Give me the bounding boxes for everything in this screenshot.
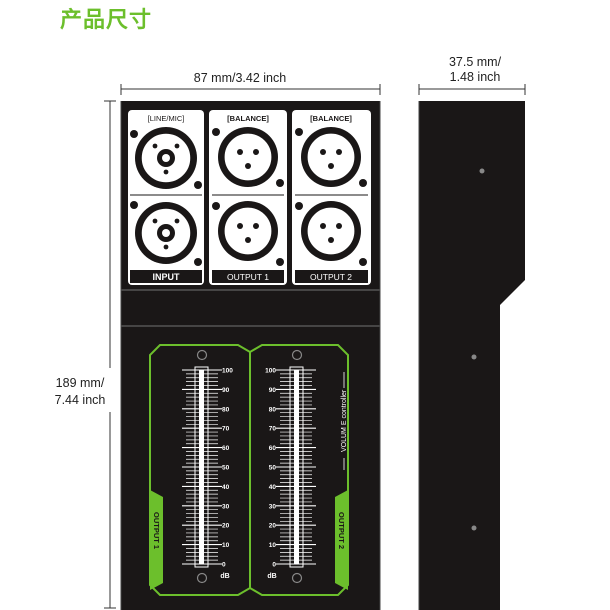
- fader-1-scale-label: 100: [222, 368, 233, 375]
- output1-top-label: [BALANCE]: [227, 114, 269, 123]
- fader-2-scale-label: 50: [269, 465, 277, 472]
- fader-1-scale-label: 90: [222, 387, 230, 394]
- fader-1-scale-label: 0: [222, 562, 226, 569]
- input-top-label: [LINE/MIC]: [148, 114, 185, 123]
- output2-bottom-label: OUTPUT 2: [310, 272, 352, 282]
- fader-2-scale-label: 10: [269, 542, 277, 549]
- fader-screws: [196, 349, 303, 584]
- depth-dimension-label-line2: 1.48 inch: [449, 70, 501, 84]
- volume-controller-label: VOLUM E controller: [341, 389, 348, 452]
- fader-2-scale-label: 80: [269, 406, 277, 413]
- fader-1-scale-ticks: [182, 369, 222, 565]
- height-dimension-label-line1: 189 mm/: [55, 376, 105, 390]
- fader-1-scale-label: 40: [222, 484, 230, 491]
- fader-2-scale-label: 70: [269, 426, 277, 433]
- fader-1-scale-label: 50: [222, 465, 230, 472]
- fader-1-unit: dB: [220, 573, 229, 580]
- depth-dimension-label-line1: 37.5 mm/: [448, 55, 502, 69]
- input-section: [128, 110, 204, 285]
- fader-2-scale-ticks: [276, 369, 316, 565]
- fader-2-scale-label: 60: [269, 445, 277, 452]
- fader-2-scale-label: 90: [269, 387, 277, 394]
- combo-jack-top[interactable]: [135, 127, 197, 189]
- output1-bottom-label: OUTPUT 1: [227, 272, 269, 282]
- xlr-jack-output2-bottom[interactable]: [301, 201, 361, 261]
- output1-tab-label: OUTPUT 1: [152, 512, 161, 549]
- output1-side-tab: [150, 490, 163, 590]
- xlr-jack-output2-top[interactable]: [301, 127, 361, 187]
- fader-1-scale-label: 30: [222, 503, 230, 510]
- side-view-screws: [471, 168, 485, 531]
- fader-1-scale-label: 10: [222, 542, 230, 549]
- height-dimension-line: [104, 100, 116, 609]
- fader-1-scale-label: 20: [222, 523, 230, 530]
- fader-2-scale-label: 40: [269, 484, 277, 491]
- depth-dimension-line: [418, 84, 526, 95]
- fader-1-scale-label: 70: [222, 426, 230, 433]
- output1-section: [209, 110, 287, 285]
- page-title: 产品尺寸: [60, 8, 153, 33]
- fader-panel-outline: [149, 344, 349, 596]
- fader-2-scale-label: 20: [269, 523, 277, 530]
- width-dimension-line: [120, 84, 381, 95]
- output2-side-tab: [335, 490, 348, 590]
- xlr-jack-output1-top[interactable]: [218, 127, 278, 187]
- fader-2-unit: dB: [267, 573, 276, 580]
- fader-1-scale-label: 60: [222, 445, 230, 452]
- fader-2-scale-label: 0: [272, 562, 276, 569]
- height-dimension-label-line2: 7.44 inch: [54, 393, 106, 407]
- output2-section: [292, 110, 371, 285]
- width-dimension-label: 87 mm/3.42 inch: [193, 71, 287, 85]
- output2-top-label: [BALANCE]: [310, 114, 352, 123]
- output2-tab-label: OUTPUT 2: [337, 512, 346, 549]
- combo-jack-bottom[interactable]: [135, 202, 197, 264]
- fader-1-scale-label: 80: [222, 406, 230, 413]
- input-bottom-label: INPUT: [153, 272, 181, 282]
- xlr-jack-output1-bottom[interactable]: [218, 201, 278, 261]
- fader-2-scale-label: 100: [265, 368, 276, 375]
- fader-2-scale-label: 30: [269, 503, 277, 510]
